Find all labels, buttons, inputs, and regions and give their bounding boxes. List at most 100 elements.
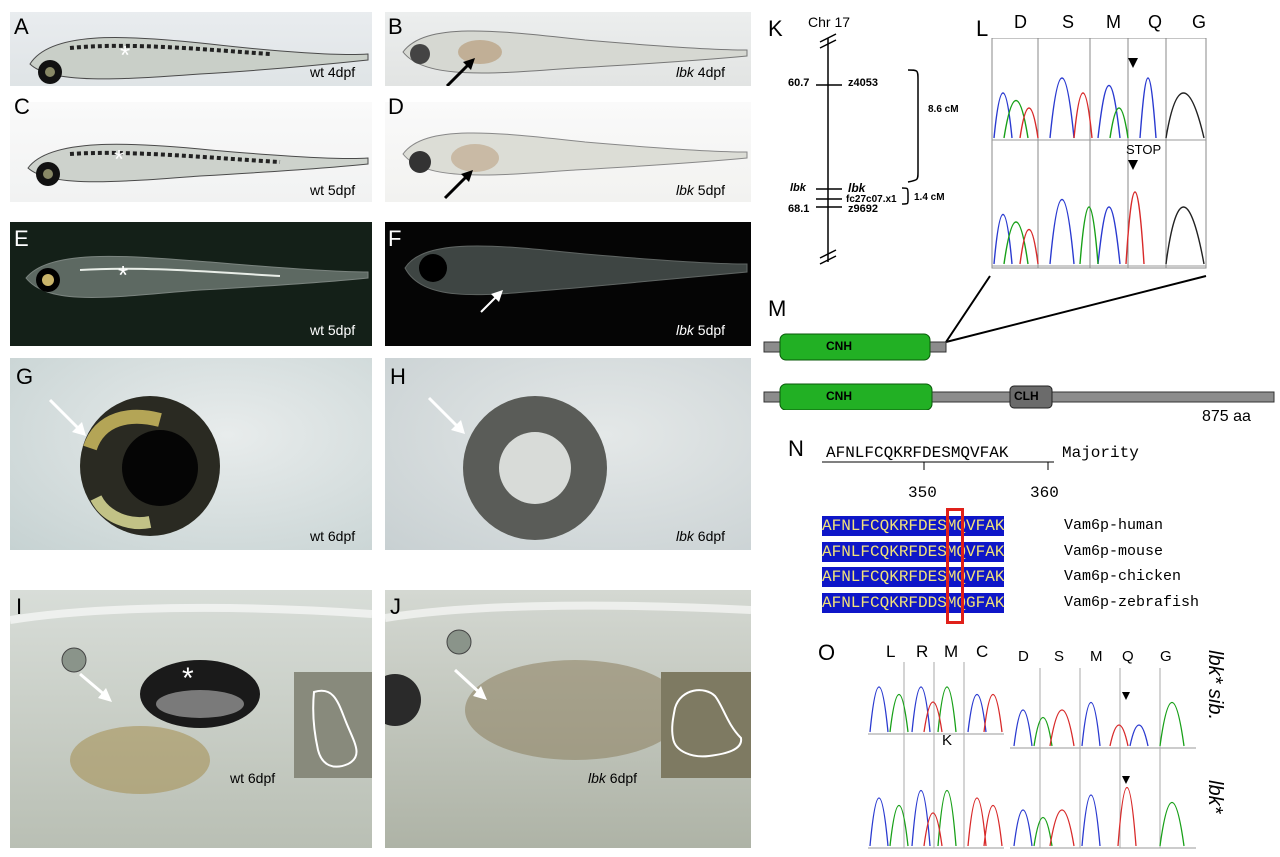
base-o-g: G <box>1160 648 1172 665</box>
panel-letter-d: D <box>388 94 404 119</box>
stop-label: STOP <box>1126 142 1162 157</box>
panel-letter-b: B <box>388 14 403 39</box>
panel-caption-e: wt 5dpf <box>310 322 356 338</box>
svg-text:*: * <box>182 662 194 695</box>
map-marker-bottom: z9692 <box>848 203 878 215</box>
svg-text:*: * <box>114 144 124 174</box>
base-o-s: S <box>1054 648 1065 665</box>
panel-caption-a: wt 4dpf <box>310 64 356 80</box>
protein-diagram <box>763 275 1275 410</box>
caption-j-italic: lbk <box>588 770 606 786</box>
chromosome-label: Chr 17 <box>808 14 851 30</box>
alignment-row-mouse: AFNLFCQKRFDESMQVFAK <box>822 542 1005 562</box>
base-o-d: D <box>1018 648 1029 665</box>
tick-360: 360 <box>1030 484 1059 502</box>
larva-wt-4dpf: * <box>29 37 369 84</box>
majority-label: Majority <box>1062 444 1139 462</box>
panel-caption-h: lbk 6dpf <box>676 528 725 544</box>
map-marker-lbk: lbk <box>848 181 866 195</box>
map-marker-top: z4053 <box>848 77 878 89</box>
alignment-ruler <box>822 461 1054 470</box>
panel-caption-f: lbk 5dpf <box>676 322 725 338</box>
majority-seq: AFNLFCQKRFDESMQVFAK <box>826 444 1009 462</box>
species-mouse: Vam6p-mouse <box>1064 543 1164 560</box>
panel-i-image: * <box>10 590 372 848</box>
panel-caption-b: lbk 4dpf <box>676 64 725 80</box>
genetic-map <box>816 33 919 265</box>
base-o-l: L <box>886 642 896 661</box>
base-l-1: S <box>1062 12 1075 32</box>
panel-c-image: * <box>10 102 372 202</box>
liver-outline-inset-lbk <box>671 689 743 758</box>
map-dist-bottom: 1.4 cM <box>914 192 945 203</box>
larva-wt-5dpf-dark: * <box>25 255 369 298</box>
panel-b-image <box>385 12 751 86</box>
chromatogram-o-left <box>868 662 1004 849</box>
larva-wt-5dpf: * <box>27 143 369 186</box>
map-left-lbk: lbk <box>790 182 806 194</box>
larva-lbk-5dpf <box>402 132 748 200</box>
svg-text:*: * <box>118 260 128 290</box>
chromatogram-o-right <box>1010 668 1196 849</box>
panel-letter-h: H <box>390 364 406 389</box>
panel-letter-n: N <box>788 436 804 461</box>
caption-d-rest: 5dpf <box>693 182 726 198</box>
map-pos-bottom: 68.1 <box>788 203 810 215</box>
larva-lbk-4dpf <box>402 30 748 86</box>
base-o-m: M <box>944 642 959 661</box>
liver-wt-6dpf: * <box>10 603 372 794</box>
panel-a-image: * <box>10 12 372 86</box>
caption-b-italic: lbk <box>676 64 694 80</box>
panel-caption-d: lbk 5dpf <box>676 182 725 198</box>
panel-letter-c: C <box>14 94 30 119</box>
panel-j-inset <box>661 672 751 778</box>
base-o-m2: M <box>1090 648 1103 665</box>
panel-letter-g: G <box>16 364 34 389</box>
species-human: Vam6p-human <box>1064 517 1164 534</box>
panel-f-image <box>385 222 751 346</box>
panel-h-image <box>385 358 751 550</box>
panel-letter-i: I <box>16 594 23 619</box>
svg-text:*: * <box>120 40 130 70</box>
base-l-4: G <box>1192 12 1207 32</box>
alignment-row-human: AFNLFCQKRFDESMQVFAK <box>822 516 1005 536</box>
panel-letter-j: J <box>390 594 401 619</box>
domain-clh: CLH <box>1014 389 1039 403</box>
base-o-q: Q <box>1122 648 1134 665</box>
tick-350: 350 <box>908 484 937 502</box>
panel-letter-l: L <box>976 16 989 41</box>
alignment-row-zebrafish: AFNLFCQKRFDDSMQGFAK <box>822 593 1005 613</box>
label-lbk-mut: lbk* <box>1203 780 1226 813</box>
base-o-k: K <box>942 732 953 749</box>
caption-b-rest: 4dpf <box>693 64 726 80</box>
highlight-box <box>946 508 964 624</box>
panel-i-inset <box>294 672 372 778</box>
alignment-row-chicken: AFNLFCQKRFDESMQVFAK <box>822 567 1005 587</box>
domain-cnh-1: CNH <box>826 339 852 353</box>
liver-lbk-6dpf <box>385 601 751 760</box>
base-o-r: R <box>916 642 929 661</box>
panel-caption-i: wt 6dpf <box>230 770 276 786</box>
chromatogram-l <box>991 38 1207 269</box>
species-zebrafish: Vam6p-zebrafish <box>1064 594 1200 611</box>
base-l-3: Q <box>1148 12 1163 32</box>
caption-j-rest: 6dpf <box>605 770 638 786</box>
base-l-0: D <box>1014 12 1027 32</box>
protein-length: 875 aa <box>1202 408 1251 425</box>
panel-letter-e: E <box>14 226 29 251</box>
panel-letter-f: F <box>388 226 402 251</box>
larva-lbk-5dpf-dark <box>404 245 748 313</box>
caption-d-italic: lbk <box>676 182 694 198</box>
panel-letter-k: K <box>768 16 783 41</box>
caption-f-rest: 5dpf <box>693 322 726 338</box>
liver-outline-inset <box>312 689 358 768</box>
label-lbk-sib-text: lbk* sib. <box>1204 650 1226 721</box>
panel-caption-g: wt 6dpf <box>310 528 356 544</box>
base-l-2: M <box>1106 12 1121 32</box>
panel-letter-a: A <box>14 14 29 39</box>
map-marker-mid: fc27c07.x1 <box>846 194 897 205</box>
base-o-c: C <box>976 642 989 661</box>
panel-d-image <box>385 102 751 202</box>
caption-h-rest: 6dpf <box>693 528 726 544</box>
eye-lbk-6dpf <box>427 396 607 540</box>
